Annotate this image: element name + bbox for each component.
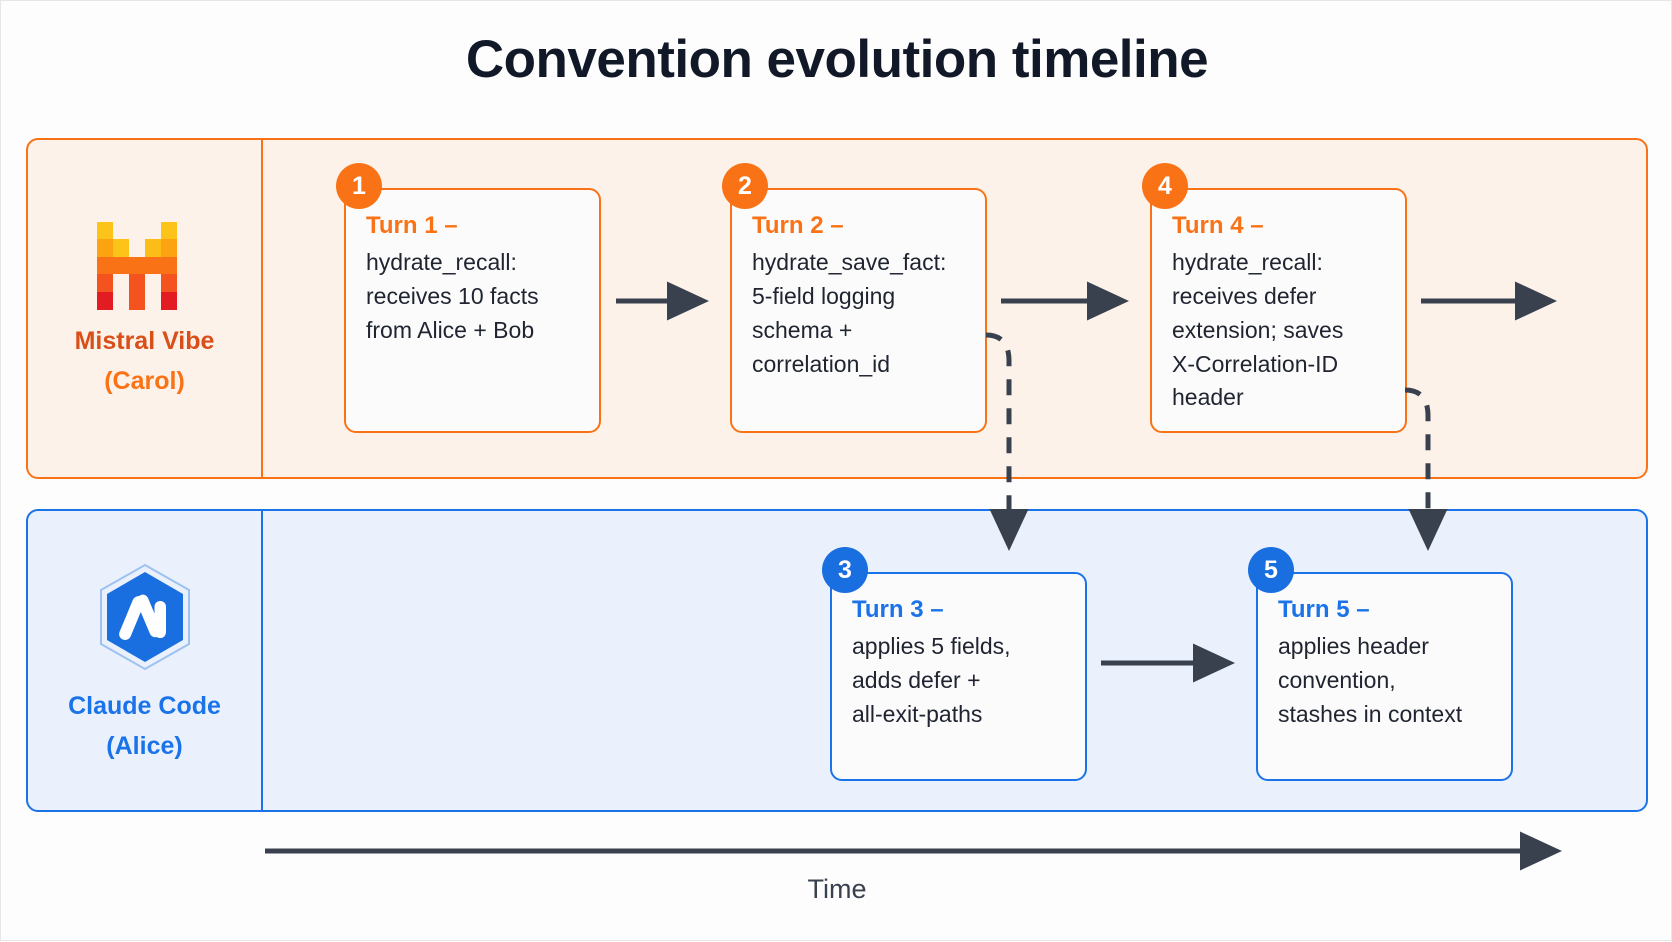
step-badge-5: 5 bbox=[1248, 547, 1294, 593]
mistral-pixel-logo-icon bbox=[96, 221, 193, 310]
card-turn-1[interactable]: Turn 1 – hydrate_recall: receives 10 fac… bbox=[344, 188, 601, 433]
logo-pixel bbox=[145, 222, 161, 240]
logo-pixel bbox=[160, 221, 177, 240]
logo-pixel bbox=[113, 222, 129, 240]
logo-pixel bbox=[113, 274, 129, 292]
card-title: Turn 3 – bbox=[852, 596, 944, 623]
actor-mistral-vibe: Mistral Vibe (Carol) bbox=[28, 140, 261, 477]
logo-pixel bbox=[96, 221, 113, 240]
card-body: hydrate_recall: receives defer extension… bbox=[1172, 249, 1344, 411]
card-body: applies header convention, stashes in co… bbox=[1278, 633, 1463, 727]
card-body: hydrate_recall: receives 10 facts from A… bbox=[366, 249, 539, 343]
step-badge-1: 1 bbox=[336, 163, 382, 209]
card-turn-5[interactable]: Turn 5 – applies header convention, stas… bbox=[1256, 572, 1513, 781]
logo-pixel bbox=[96, 239, 113, 257]
lane-mistral-vibe: Mistral Vibe (Carol) Turn 1 – hydrate_re… bbox=[26, 138, 1648, 479]
step-badge-4: 4 bbox=[1142, 163, 1188, 209]
actor-sub-alice: (Alice) bbox=[106, 731, 183, 760]
step-badge-3: 3 bbox=[822, 547, 868, 593]
logo-pixel bbox=[160, 239, 177, 257]
logo-pixel bbox=[177, 257, 193, 275]
card-turn-3[interactable]: Turn 3 – applies 5 fields, adds defer + … bbox=[830, 572, 1087, 781]
logo-pixel bbox=[160, 291, 177, 310]
logo-pixel bbox=[128, 256, 145, 275]
page-title: Convention evolution timeline bbox=[465, 30, 1209, 89]
card-title: Turn 5 – bbox=[1278, 596, 1370, 623]
card-title: Turn 4 – bbox=[1172, 212, 1264, 239]
lane-divider bbox=[261, 140, 263, 477]
claude-hexagon-logo-icon bbox=[93, 561, 197, 673]
logo-pixel bbox=[112, 256, 129, 275]
card-body: hydrate_save_fact: 5-field logging schem… bbox=[752, 249, 947, 377]
actor-claude-code: Claude Code (Alice) bbox=[28, 511, 261, 810]
logo-pixel bbox=[96, 256, 113, 275]
logo-pixel bbox=[129, 239, 145, 257]
card-title: Turn 2 – bbox=[752, 212, 844, 239]
logo-pixel bbox=[144, 256, 161, 275]
logo-pixel bbox=[96, 291, 113, 310]
logo-pixel bbox=[177, 274, 193, 292]
logo-pixel bbox=[129, 222, 145, 240]
logo-pixel bbox=[145, 292, 161, 310]
logo-pixel bbox=[144, 239, 161, 257]
time-axis-label: Time bbox=[807, 874, 867, 904]
actor-name-claude: Claude Code bbox=[68, 691, 221, 720]
card-title: Turn 1 – bbox=[366, 212, 458, 239]
logo-pixel bbox=[128, 291, 145, 310]
logo-pixel bbox=[128, 274, 145, 292]
logo-pixel bbox=[113, 292, 129, 310]
actor-sub-carol: (Carol) bbox=[104, 366, 185, 395]
logo-pixel bbox=[160, 274, 177, 292]
step-badge-2: 2 bbox=[722, 163, 768, 209]
logo-pixel bbox=[96, 274, 113, 292]
logo-pixel bbox=[177, 239, 193, 257]
logo-pixel bbox=[177, 222, 193, 240]
logo-pixel bbox=[177, 292, 193, 310]
card-turn-2[interactable]: Turn 2 – hydrate_save_fact: 5-field logg… bbox=[730, 188, 987, 433]
card-turn-4[interactable]: Turn 4 – hydrate_recall: receives defer … bbox=[1150, 188, 1407, 433]
card-body: applies 5 fields, adds defer + all-exit-… bbox=[852, 633, 1011, 727]
lane-claude-code: Claude Code (Alice) Turn 3 – applies 5 f… bbox=[26, 509, 1648, 812]
logo-pixel bbox=[145, 274, 161, 292]
logo-pixel bbox=[112, 239, 129, 257]
lane-divider bbox=[261, 511, 263, 810]
actor-name-mistral: Mistral Vibe bbox=[74, 326, 215, 355]
logo-pixel bbox=[160, 256, 177, 275]
